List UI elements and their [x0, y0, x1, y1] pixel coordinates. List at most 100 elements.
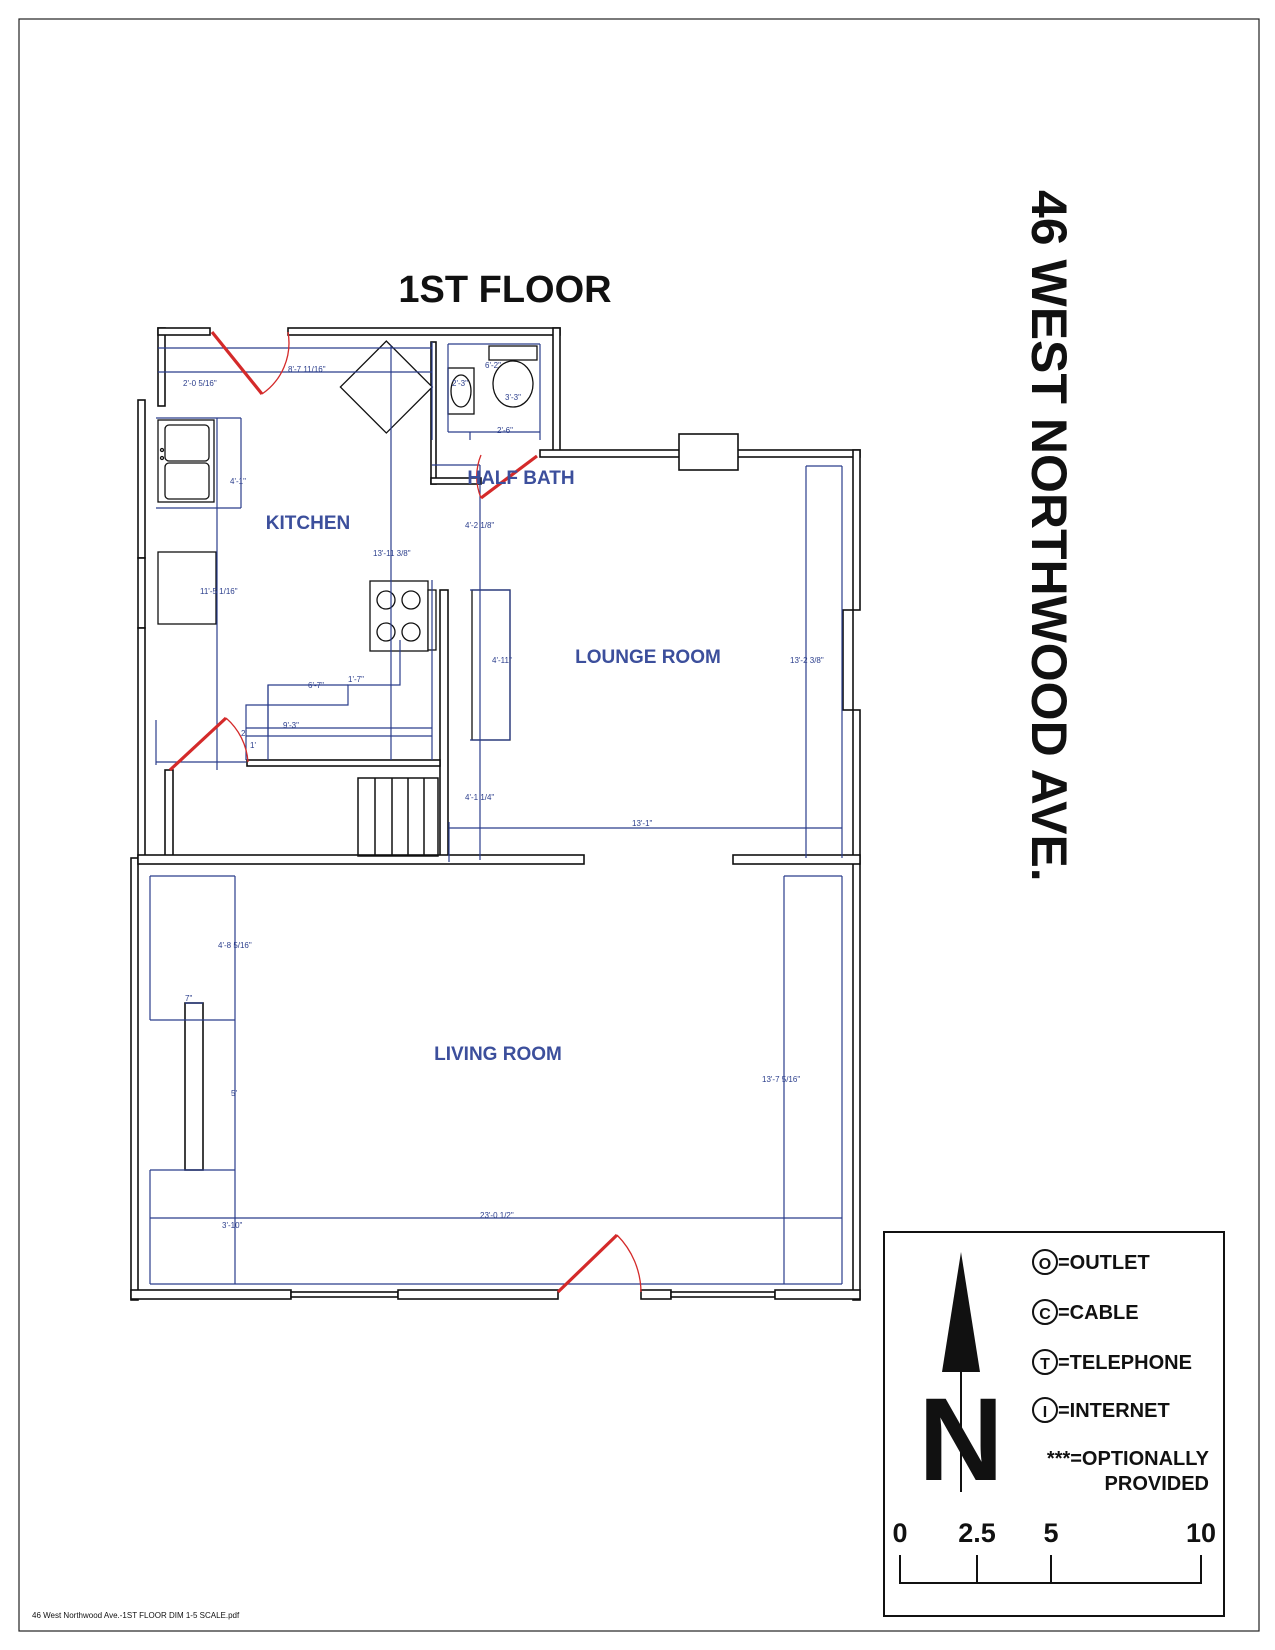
scale-label: 10 — [1186, 1518, 1216, 1548]
sheet-border — [18, 18, 1260, 1632]
page-title: 1ST FLOOR — [398, 269, 611, 311]
legend-optional-line1: ***=OPTIONALLY — [1047, 1448, 1210, 1470]
stair-outline — [357, 777, 439, 857]
dim-label: 13'-7 5/16" — [762, 1075, 800, 1084]
stove — [369, 580, 429, 652]
north-letter: N — [918, 1374, 1003, 1506]
wall-kitchen-sw — [164, 769, 174, 859]
dim-label: 2'-3" — [452, 379, 468, 388]
wall-north-left — [157, 327, 211, 336]
legend-label: =INTERNET — [1058, 1400, 1170, 1422]
kitchen-fixtures — [157, 340, 511, 741]
dim-label: 3'-10" — [222, 1221, 243, 1230]
dim-label: 1' — [250, 741, 256, 750]
dim-label: 23'-0 1/2" — [480, 1211, 514, 1220]
legend-label: =TELEPHONE — [1058, 1352, 1192, 1374]
door-kitchen-north — [210, 330, 264, 396]
scale-label: 5 — [1043, 1518, 1058, 1548]
dim-label: 4'-8 5/16" — [218, 941, 252, 950]
east-window — [842, 609, 854, 711]
dim-label: 2' — [241, 729, 247, 738]
dim-label: 13'-11 3/8" — [373, 549, 411, 558]
dim-label: 4'-1 1/4" — [465, 793, 494, 802]
refrigerator — [157, 551, 217, 625]
kitchen-island — [471, 589, 511, 741]
wall-south-4 — [774, 1289, 861, 1300]
dimension-labels: 2'-0 5/16" 8'-7 11/16" 4'-1" 13'-11 3/8"… — [183, 361, 824, 1230]
room-label-kitchen: KITCHEN — [266, 513, 350, 534]
dim-label: 2'-6" — [497, 426, 513, 435]
wall-south-3 — [640, 1289, 672, 1300]
room-label-halfbath: HALF BATH — [467, 468, 574, 489]
address-label: 46 WEST NORTHWOOD AVE. — [1021, 190, 1077, 882]
wall-east-upper — [852, 449, 861, 611]
dim-label: 1'-7" — [348, 675, 364, 684]
cable-symbol-icon — [1032, 1299, 1058, 1325]
legend-item-internet: I =INTERNET — [1032, 1397, 1170, 1423]
room-label-living: LIVING ROOM — [434, 1044, 562, 1065]
outlet-symbol-icon — [1032, 1249, 1058, 1275]
stairs — [357, 777, 439, 857]
dim-label: 9'-3" — [283, 721, 299, 730]
wall-north-middle — [287, 327, 561, 336]
wall-south-1 — [130, 1289, 292, 1300]
legend-item-cable: C =CABLE — [1032, 1299, 1139, 1325]
door-front — [556, 1233, 619, 1294]
legend-frame — [883, 1231, 1225, 1617]
room-label-lounge: LOUNGE ROOM — [575, 647, 721, 668]
wall-east-lower — [852, 709, 861, 1301]
dim-label: 13'-2 3/8" — [790, 656, 824, 665]
lounge-north-window-box — [678, 433, 739, 471]
fireplace-chimney — [184, 1002, 204, 1171]
internet-symbol-icon — [1032, 1397, 1058, 1423]
dim-label: 8'-7 11/16" — [288, 365, 326, 374]
dim-label: 6'-2" — [485, 361, 501, 370]
legend-symbol: C — [1039, 1306, 1051, 1323]
wall-kitchen-lounge — [439, 589, 449, 861]
dim-label: 11'-5 1/16" — [200, 587, 238, 596]
window-south-2 — [670, 1291, 776, 1298]
wall-west-kitchen-lower — [137, 627, 146, 859]
halfbath-fixtures — [447, 345, 538, 415]
dim-label: 4'-2 1/8" — [465, 521, 494, 530]
wall-south-2 — [397, 1289, 559, 1300]
wall-middle-left — [137, 854, 585, 865]
wall-north-left-stub — [157, 327, 166, 407]
legend-box: N O =OUTLET C =CABLE T =TELEPHONE I =INT… — [883, 1231, 1225, 1617]
dim-label: 2'-0 5/16" — [183, 379, 217, 388]
wall-kitchen-south — [246, 759, 441, 767]
legend-symbol: I — [1043, 1404, 1047, 1421]
wall-west-kitchen-upper — [137, 399, 146, 559]
dimension-lines — [149, 342, 843, 1285]
north-arrow-icon — [942, 1252, 980, 1372]
dim-label: 6'-7" — [308, 681, 324, 690]
window-south-1 — [290, 1291, 399, 1298]
wall-west-living — [130, 857, 139, 1301]
legend-optional-line2: PROVIDED — [1105, 1473, 1209, 1495]
scale-bar: 0 2.5 5 10 — [892, 1518, 1216, 1584]
dim-label: 4'-1" — [230, 477, 246, 486]
legend-symbol: O — [1039, 1256, 1051, 1273]
legend-label: =CABLE — [1058, 1302, 1139, 1324]
scale-label: 0 — [892, 1518, 907, 1548]
walls — [130, 327, 861, 1301]
door-halfbath — [480, 454, 538, 500]
scale-label: 2.5 — [958, 1518, 996, 1548]
legend-label: =OUTLET — [1058, 1252, 1150, 1274]
legend-symbol: T — [1040, 1356, 1050, 1373]
legend-item-outlet: O =OUTLET — [1032, 1249, 1150, 1275]
wall-halfbath-east — [552, 327, 561, 457]
dim-label: 3'-3" — [505, 393, 521, 402]
wall-halfbath-south — [430, 477, 482, 485]
toilet-bowl — [492, 360, 534, 408]
chimney-box — [339, 340, 434, 434]
wall-middle-right — [732, 854, 861, 865]
dim-label: 13'-1" — [632, 819, 653, 828]
legend-item-telephone: T =TELEPHONE — [1032, 1349, 1192, 1375]
footer-filename: 46 West Northwood Ave.-1ST FLOOR DIM 1-5… — [32, 1611, 240, 1620]
dim-label: 5' — [231, 1089, 237, 1098]
wall-west-kitchen-window — [137, 557, 146, 629]
dim-label: 4'-11" — [492, 656, 512, 665]
doors — [168, 330, 642, 1294]
